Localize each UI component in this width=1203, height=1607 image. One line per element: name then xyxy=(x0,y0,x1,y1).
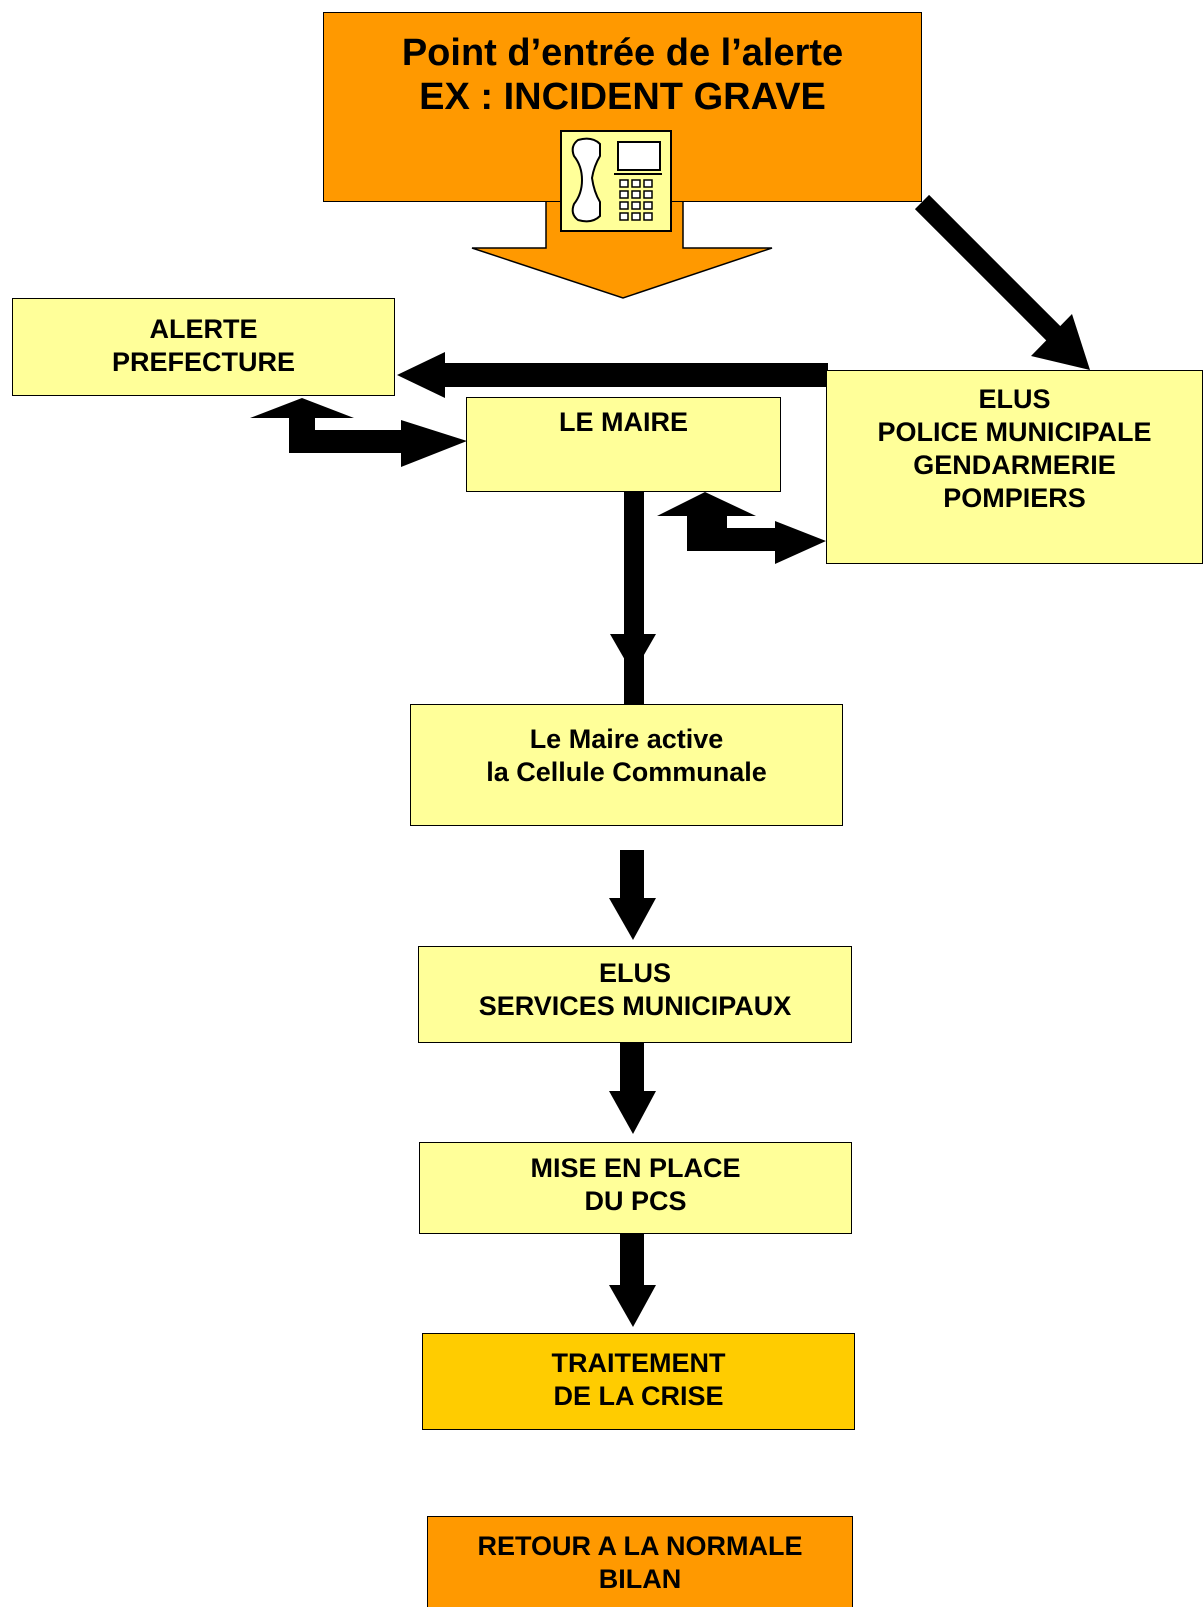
services-line1: ELUS xyxy=(978,384,1051,414)
maire-label: LE MAIRE xyxy=(558,407,688,437)
alert-entry-box: Point d’entrée de l’alerte EX : INCIDENT… xyxy=(323,12,922,202)
prefecture-line1: ALERTE xyxy=(149,314,258,344)
elus-line1: ELUS xyxy=(598,958,671,988)
crise-line2: DE LA CRISE xyxy=(553,1381,724,1411)
services-line4: POMPIERS xyxy=(943,483,1086,513)
entry-to-services-arrow xyxy=(914,194,1090,370)
services-box: ELUS POLICE MUNICIPALE GENDARMERIE POMPI… xyxy=(826,370,1203,564)
retour-line2: BILAN xyxy=(598,1564,682,1594)
elus-to-pcs-arrow xyxy=(609,1043,656,1134)
crise-line1: TRAITEMENT xyxy=(551,1348,726,1378)
pcs-box: MISE EN PLACE DU PCS xyxy=(419,1142,852,1234)
pcs-line1: MISE EN PLACE xyxy=(530,1153,741,1183)
services-line2: POLICE MUNICIPALE xyxy=(877,417,1152,447)
pcs-to-crise-arrow xyxy=(609,1234,656,1327)
services-to-prefecture-arrow xyxy=(397,352,828,398)
phone-icon xyxy=(560,130,672,232)
maire-to-cellule-arrow xyxy=(610,492,656,704)
cellule-box: Le Maire active la Cellule Communale xyxy=(410,704,843,826)
prefecture-box: ALERTE PREFECTURE xyxy=(12,298,395,396)
services-line3: GENDARMERIE xyxy=(913,450,1116,480)
prefecture-line2: PREFECTURE xyxy=(111,347,295,377)
cellule-line1: Le Maire active xyxy=(529,724,724,754)
elus-box: ELUS SERVICES MUNICIPAUX xyxy=(418,946,852,1043)
maire-box: LE MAIRE xyxy=(466,397,781,492)
pcs-line2: DU PCS xyxy=(584,1186,687,1216)
elus-line2: SERVICES MUNICIPAUX xyxy=(478,991,792,1021)
retour-line1: RETOUR A LA NORMALE xyxy=(477,1531,803,1561)
cellule-line2: la Cellule Communale xyxy=(486,757,767,787)
entry-title: Point d’entrée de l’alerte xyxy=(401,32,844,74)
maire-prefecture-bidirectional-arrow xyxy=(250,398,467,467)
cellule-to-elus-arrow xyxy=(609,850,656,940)
entry-subtitle: EX : INCIDENT GRAVE xyxy=(419,76,826,118)
maire-services-bidirectional-arrow xyxy=(657,492,826,564)
retour-box: RETOUR A LA NORMALE BILAN xyxy=(427,1516,853,1607)
crise-box: TRAITEMENT DE LA CRISE xyxy=(422,1333,855,1430)
